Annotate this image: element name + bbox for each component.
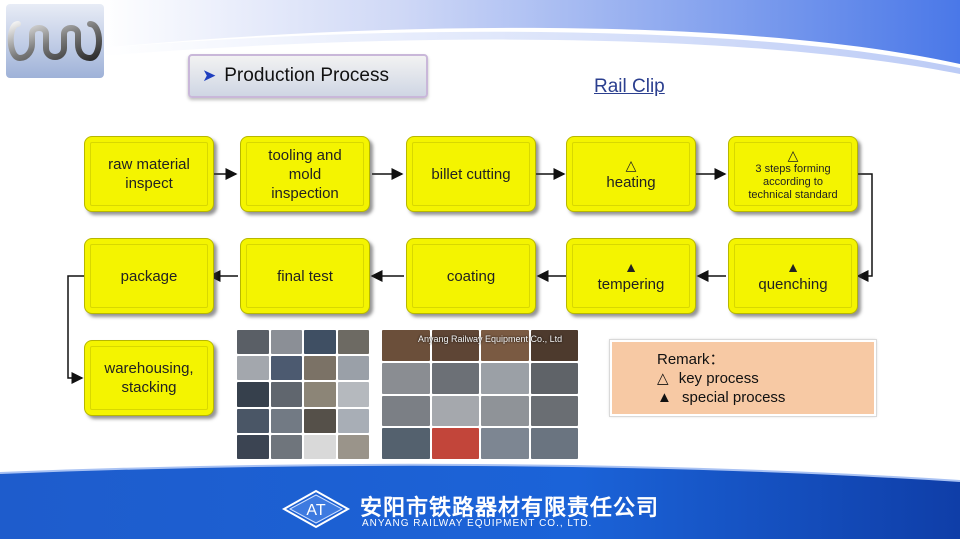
step-label-line: package [120,267,178,285]
footer-band [0,463,960,539]
step-label-line: final test [277,267,333,285]
step-label-line: warehousing, [104,360,194,377]
collage-caption: Anyang Railway Equipment Co., Ltd [418,334,563,344]
factory-photo [304,330,336,355]
factory-photo [270,330,302,355]
step-label-line: stacking [121,379,177,396]
factory-photo-collage-right [380,328,580,461]
special-process-icon: ▲ [624,258,638,275]
factory-photo [270,408,302,433]
remark-key-process: △ key process [657,369,874,388]
step-label-line: inspect [125,175,173,192]
step-tooling-mold-inspection: tooling and mold inspection [240,136,370,212]
factory-photo [304,356,336,381]
factory-photo [237,356,269,381]
factory-photo [530,428,578,459]
title-box: ➤ Production Process [188,54,428,98]
factory-photo [304,382,336,407]
remark-special-process: ▲ special process [657,388,874,407]
step-quenching: ▲ quenching [728,238,858,314]
factory-photo [382,395,430,427]
factory-photo [237,434,269,459]
step-label-line: billet cutting [431,165,511,183]
factory-photo [337,356,369,381]
step-tempering: ▲ tempering [566,238,696,314]
company-name-english: ANYANG RAILWAY EQUIPMENT CO., LTD. [362,518,593,529]
factory-photo [431,330,479,361]
arrow-5-6 [856,173,873,282]
factory-photo [382,428,430,459]
step-label-line: quenching [758,275,828,293]
step-forming: △ 3 steps forming according to technical… [728,136,858,212]
factory-photo-collage-left [235,328,371,461]
top-swoosh-decoration [100,0,960,74]
step-label-line: inspection [271,184,339,202]
step-warehousing-stacking: warehousing, stacking [84,340,214,416]
factory-photo [481,362,529,394]
step-coating: coating [406,238,536,314]
arrowhead-bullet-icon: ➤ [202,66,217,85]
factory-photo [481,395,529,427]
special-process-label: special process [682,389,786,406]
step-label-line: tempering [597,275,665,293]
factory-photo [270,356,302,381]
factory-photo [530,395,578,427]
factory-photo [304,408,336,433]
step-label-line: mold [288,165,322,183]
factory-photo [481,330,529,361]
factory-photo [237,408,269,433]
factory-photo [237,382,269,407]
factory-photo [337,330,369,355]
arrow-10-11 [67,275,84,384]
factory-photo [337,434,369,459]
key-process-icon: △ [657,370,669,387]
step-raw-material-inspect: raw material inspect [84,136,214,212]
step-label-line: tooling and [268,146,342,164]
factory-photo [382,362,430,394]
step-label-line: heating [606,173,656,191]
special-process-icon: ▲ [657,389,672,406]
step-label-line: according to [763,175,823,188]
step-heating: △ heating [566,136,696,212]
remark-box: Remark： △ key process ▲ special process [609,339,877,417]
factory-photo [530,330,578,361]
step-package: package [84,238,214,314]
step-billet-cutting: billet cutting [406,136,536,212]
factory-photo [237,330,269,355]
company-name-chinese: 安阳市铁路器材有限责任公司 [360,495,660,520]
key-process-icon: △ [787,146,799,163]
key-process-label: key process [678,370,759,387]
at-logo: AT [281,489,351,529]
page-title: Production Process [224,65,389,86]
key-process-icon: △ [625,156,637,173]
factory-photo [270,434,302,459]
factory-photo [431,395,479,427]
factory-photo [382,330,430,361]
factory-photo [481,428,529,459]
factory-photo [337,382,369,407]
factory-photo [270,382,302,407]
at-logo-text: AT [306,502,325,519]
step-label-line: raw material [108,156,190,173]
step-label-line: technical standard [748,188,838,201]
remark-heading: Remark： [657,351,725,368]
factory-photo [431,428,479,459]
factory-photo [337,408,369,433]
step-final-test: final test [240,238,370,314]
factory-photo [431,362,479,394]
special-process-icon: ▲ [786,258,800,275]
company-logo [6,4,104,78]
subtitle: Rail Clip [594,76,665,97]
step-label-line: 3 steps forming [755,162,831,175]
step-label-line: coating [446,267,496,285]
factory-photo [304,434,336,459]
factory-photo [530,362,578,394]
